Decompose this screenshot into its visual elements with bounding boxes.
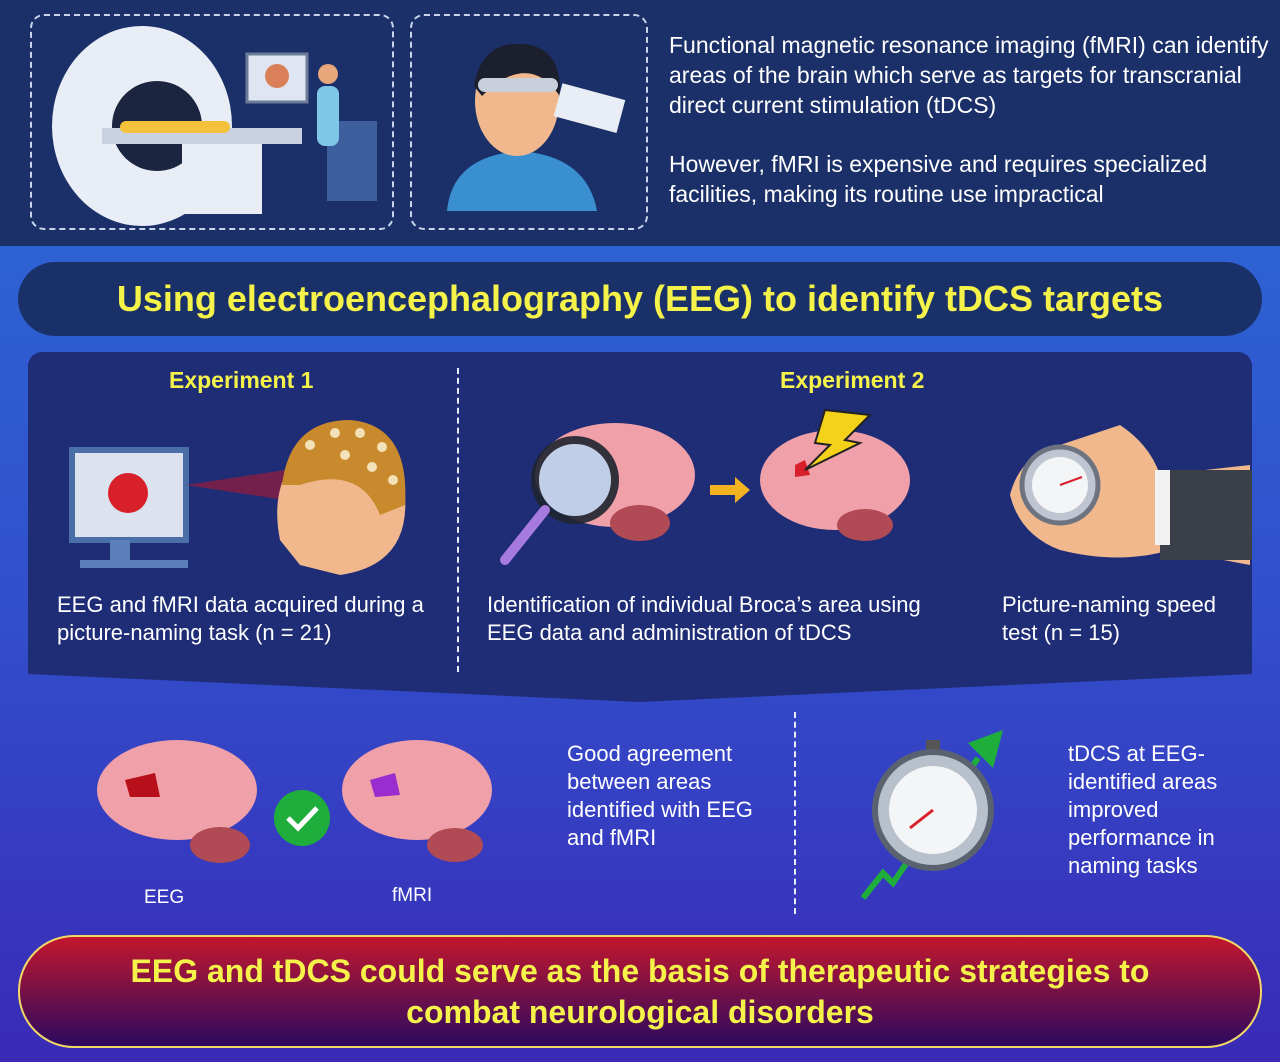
- experiment-1-caption: EEG and fMRI data acquired during a pict…: [57, 592, 424, 645]
- experiment-2-heading: Experiment 2: [780, 367, 925, 393]
- tdcs-headset-icon: [447, 43, 626, 211]
- conclusion-text: EEG and tDCS could serve as the basis of…: [130, 952, 1150, 1030]
- eeg-label: EEG: [144, 887, 185, 908]
- fmri-description: Functional magnetic resonance imaging (f…: [669, 32, 1269, 118]
- mri-illustration: [30, 14, 394, 230]
- agreement-result: Good agreement between areas identified …: [567, 741, 753, 850]
- tdcs-illustration: [410, 14, 648, 230]
- broca-identification-icon: [500, 408, 910, 565]
- improvement-stopwatch-icon: [860, 730, 1003, 900]
- eeg-cap-picture-icon: [69, 420, 406, 575]
- brain-comparison-icon: [97, 740, 492, 863]
- speed-test-caption: Picture-naming speed test (n = 15): [1002, 592, 1217, 645]
- divider: [794, 712, 796, 914]
- stopwatch-hand-icon: [1010, 425, 1252, 565]
- fmri-limitation: However, fMRI is expensive and requires …: [669, 151, 1208, 207]
- mri-scanner-icon: [52, 26, 377, 226]
- experiment-2-caption: Identification of individual Broca’s are…: [487, 592, 921, 645]
- experiment-1-heading: Experiment 1: [169, 367, 314, 393]
- main-title: Using electroencephalography (EEG) to id…: [18, 262, 1262, 336]
- divider: [457, 368, 459, 672]
- improvement-result: tDCS at EEG-identified areas improved pe…: [1068, 741, 1218, 878]
- conclusion-banner: EEG and tDCS could serve as the basis of…: [18, 935, 1262, 1048]
- fmri-label: fMRI: [392, 885, 433, 906]
